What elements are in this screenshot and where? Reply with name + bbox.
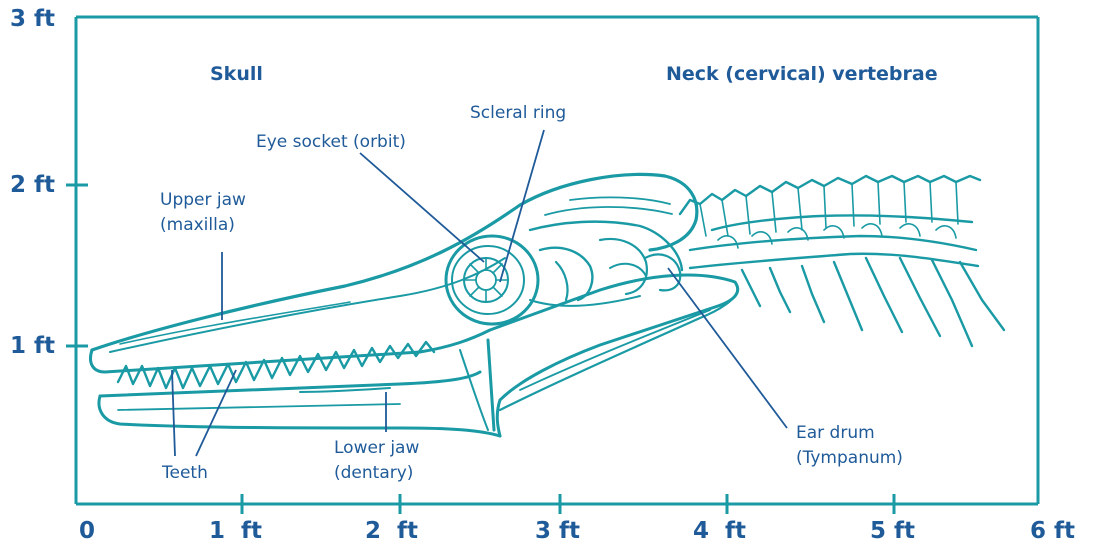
- label-ear-drum-line1: Ear drum: [796, 421, 903, 446]
- x-tick-label-2ft: 2 ft: [365, 520, 418, 543]
- label-upper-jaw: Upper jaw (maxilla): [160, 188, 246, 238]
- label-teeth: Teeth: [162, 461, 208, 486]
- x-tick-label-6ft: 6 ft: [1030, 520, 1075, 543]
- y-tick-label-3ft: 3 ft: [10, 8, 55, 31]
- label-lower-jaw: Lower jaw (dentary): [334, 436, 419, 486]
- label-eye-socket: Eye socket (orbit): [256, 130, 406, 155]
- x-tick-label-4ft: 4 ft: [693, 520, 746, 543]
- section-label-skull: Skull: [210, 65, 263, 84]
- label-ear-drum-line2: (Tympanum): [796, 446, 903, 471]
- x-tick-label-3ft: 3 ft: [535, 520, 580, 543]
- label-scleral-ring: Scleral ring: [470, 101, 566, 126]
- label-ear-drum: Ear drum (Tympanum): [796, 421, 903, 471]
- label-upper-jaw-line2: (maxilla): [160, 213, 246, 238]
- label-lower-jaw-line2: (dentary): [334, 461, 419, 486]
- x-tick-label-5ft: 5 ft: [870, 520, 915, 543]
- section-label-neck-vertebrae: Neck (cervical) vertebrae: [666, 65, 938, 84]
- label-lower-jaw-line1: Lower jaw: [334, 436, 419, 461]
- y-tick-label-1ft: 1 ft: [10, 335, 55, 358]
- label-upper-jaw-line1: Upper jaw: [160, 188, 246, 213]
- x-tick-label-0: 0: [79, 520, 95, 543]
- y-tick-label-2ft: 2 ft: [10, 174, 55, 197]
- x-tick-label-1ft: 1 ft: [209, 520, 262, 543]
